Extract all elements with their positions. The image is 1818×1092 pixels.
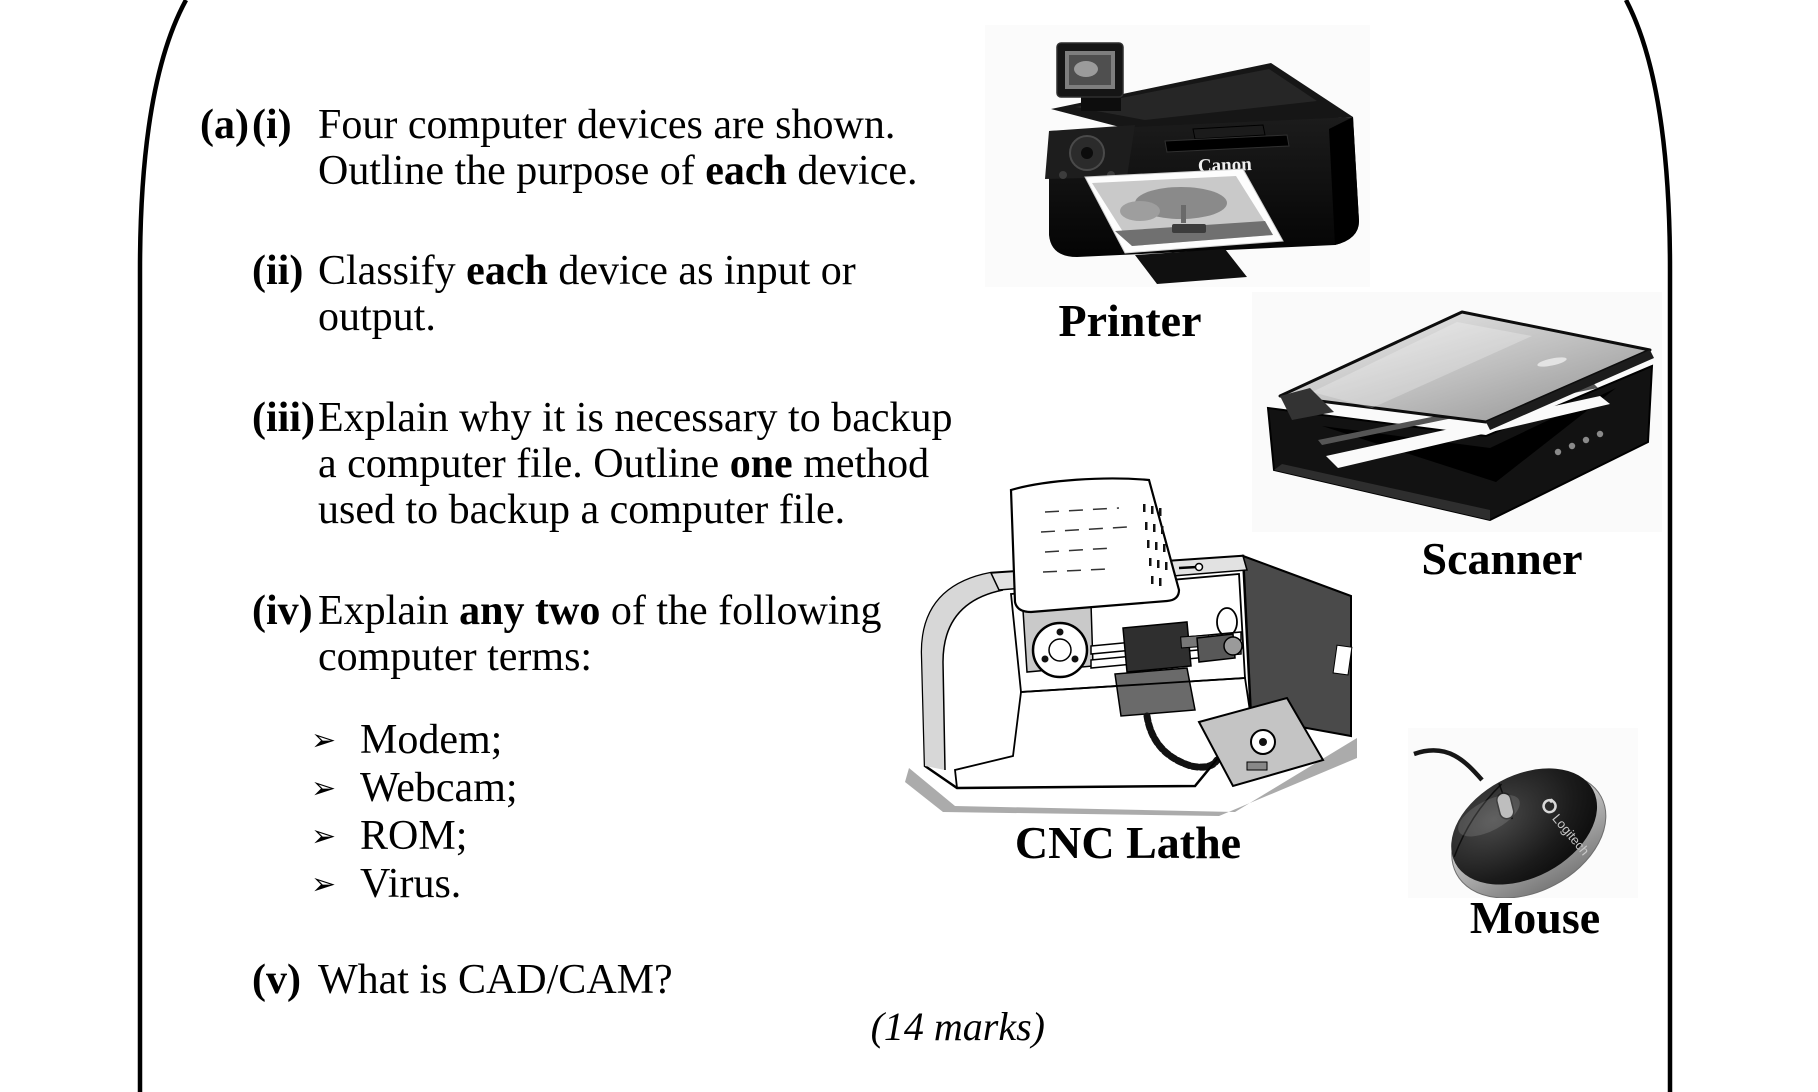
arrow-bullet-icon: ➢	[311, 771, 337, 806]
item-line: used to backup a computer file.	[318, 487, 846, 533]
item-line: Explain why it is necessary to backup	[318, 395, 953, 441]
scanner-label: Scanner	[1421, 533, 1583, 584]
item-label: (ii)	[252, 248, 304, 294]
question-item-i: (i) Four computer devices are shown. Out…	[252, 102, 918, 194]
arrow-bullet-icon: ➢	[311, 819, 337, 854]
item-label: (i)	[252, 102, 292, 148]
figure-scanner	[1252, 292, 1662, 532]
figure-printer: Canon	[985, 25, 1370, 287]
figure-cnc-lathe	[895, 470, 1370, 820]
bullet-term: ROM;	[360, 813, 468, 859]
mouse-image: Logitech	[1408, 728, 1638, 898]
bullet-term: Virus.	[360, 861, 462, 907]
bullet-item-modem: ➢ Modem;	[311, 716, 502, 765]
question-part-label: (a)	[200, 102, 249, 148]
item-label: (v)	[252, 957, 301, 1003]
item-label: (iv)	[252, 588, 313, 634]
item-line: output.	[318, 294, 436, 340]
bullet-item-webcam: ➢ Webcam;	[311, 764, 518, 813]
cnc-lathe-image	[905, 477, 1357, 816]
item-line: What is CAD/CAM?	[318, 957, 673, 1003]
item-line: Four computer devices are shown.	[318, 102, 896, 148]
item-line: Outline the purpose of each device.	[318, 148, 918, 194]
item-line: a computer file. Outline one method	[318, 441, 930, 487]
bullet-term: Webcam;	[360, 765, 518, 811]
item-line: Explain any two of the following	[318, 588, 882, 634]
printer-label: Printer	[1058, 295, 1202, 346]
question-item-v: (v) What is CAD/CAM?	[252, 957, 673, 1003]
bullet-item-virus: ➢ Virus.	[311, 860, 461, 909]
arrow-bullet-icon: ➢	[311, 867, 337, 902]
cnc-lathe-label: CNC Lathe	[1014, 817, 1242, 868]
figure-mouse: Logitech	[1408, 728, 1638, 898]
scanner-image	[1252, 292, 1662, 532]
arrow-bullet-icon: ➢	[311, 723, 337, 758]
question-item-iv: (iv) Explain any two of the following co…	[252, 588, 881, 680]
marks-note: (14 marks)	[870, 1004, 1045, 1049]
question-item-ii: (ii) Classify each device as input or ou…	[252, 248, 856, 340]
question-item-iii: (iii) Explain why it is necessary to bac…	[252, 395, 953, 533]
bullet-term: Modem;	[360, 717, 503, 763]
printer-image: Canon	[985, 25, 1370, 287]
item-line: Classify each device as input or	[318, 248, 856, 294]
bullet-item-rom: ➢ ROM;	[311, 812, 467, 861]
item-line: computer terms:	[318, 634, 593, 680]
item-label: (iii)	[252, 395, 315, 441]
mouse-label: Mouse	[1469, 892, 1601, 943]
